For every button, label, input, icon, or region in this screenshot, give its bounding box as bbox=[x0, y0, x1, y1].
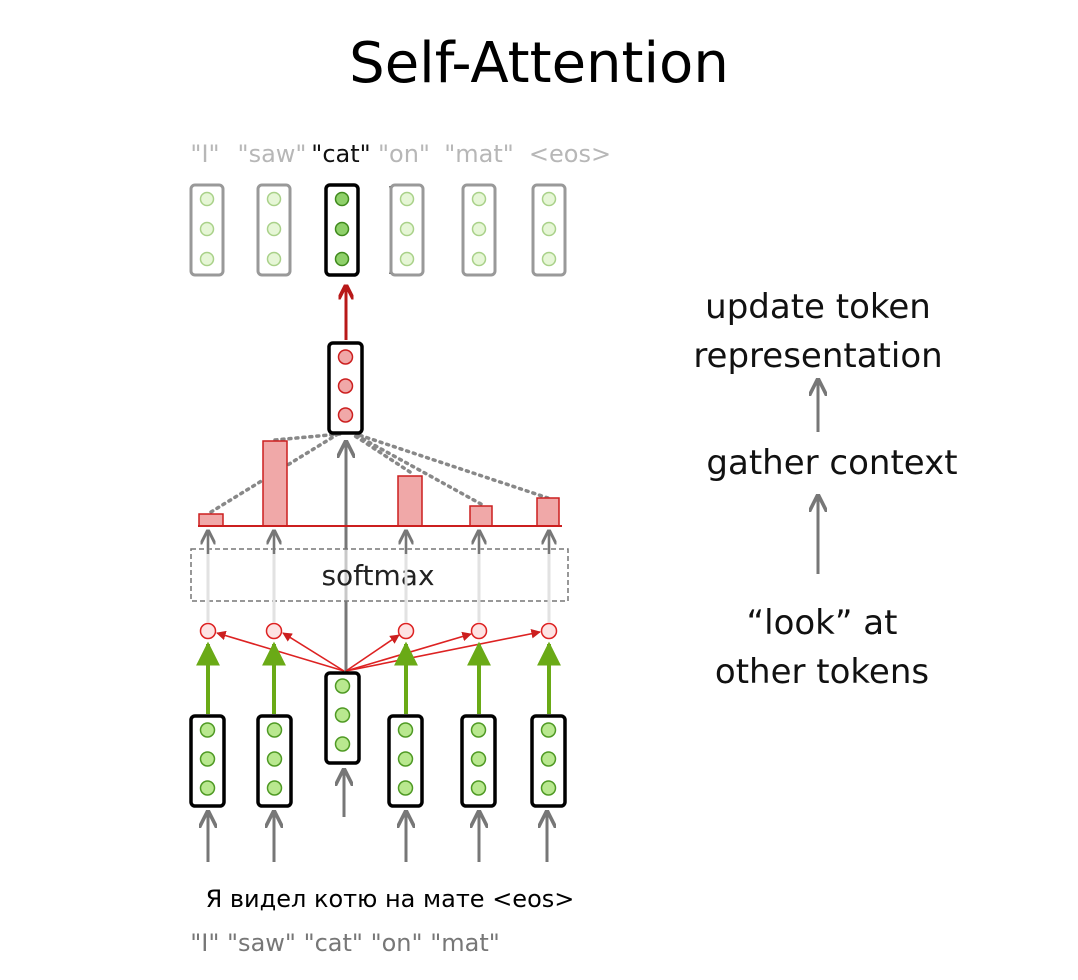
input-arrows bbox=[208, 770, 547, 862]
attention-bar bbox=[397, 475, 423, 527]
input-gloss: "I" "saw" "cat" "on" "mat" bbox=[190, 929, 500, 957]
output-token-on: "on" bbox=[378, 140, 430, 168]
output-vector bbox=[461, 183, 497, 277]
output-token-mat: "mat" bbox=[444, 140, 514, 168]
output-vector bbox=[389, 183, 425, 277]
key-arrows bbox=[196, 641, 561, 714]
output-vector bbox=[256, 183, 292, 277]
input-vectors bbox=[189, 671, 567, 808]
score-node bbox=[397, 622, 415, 640]
output-token-labels: "I" "saw" "cat" "on" "mat" <eos> bbox=[190, 140, 611, 168]
input-vector bbox=[530, 714, 567, 808]
attention-bars bbox=[198, 440, 560, 527]
score-node bbox=[265, 622, 283, 640]
softmax-arrows bbox=[208, 531, 549, 622]
softmax-box bbox=[190, 548, 569, 602]
output-vector bbox=[189, 183, 225, 277]
attention-bar bbox=[469, 505, 493, 527]
output-token-saw: "saw" bbox=[238, 140, 307, 168]
score-node bbox=[199, 622, 217, 640]
step-look-line2: other tokens bbox=[715, 652, 929, 692]
input-vector bbox=[460, 714, 497, 808]
output-token-eos: <eos> bbox=[529, 140, 611, 168]
attention-bar bbox=[536, 497, 560, 527]
context-vector bbox=[327, 341, 364, 435]
step-update-line1: update token bbox=[705, 287, 931, 327]
input-vector-query bbox=[324, 671, 361, 765]
input-vector bbox=[387, 714, 424, 808]
diagram-title: Self-Attention bbox=[349, 31, 729, 96]
output-token-cat: "cat" bbox=[311, 140, 370, 168]
output-token-i: "I" bbox=[190, 140, 219, 168]
softmax-label: softmax bbox=[321, 559, 434, 592]
input-vector bbox=[256, 714, 293, 808]
score-node bbox=[470, 622, 488, 640]
output-vector bbox=[531, 183, 567, 277]
step-update-line2: representation bbox=[693, 336, 942, 376]
score-nodes bbox=[199, 622, 558, 640]
output-vector-cat bbox=[324, 183, 360, 277]
score-node bbox=[540, 622, 558, 640]
input-sentence: Я видел котю на мате <eos> bbox=[206, 885, 575, 913]
query-arrows bbox=[216, 628, 541, 672]
attention-bar bbox=[262, 440, 288, 527]
steps-legend: update token representation gather conte… bbox=[693, 287, 957, 692]
step-gather: gather context bbox=[706, 443, 957, 483]
attention-bar bbox=[198, 513, 224, 527]
output-vectors bbox=[189, 183, 567, 277]
step-look-line1: “look” at bbox=[747, 603, 898, 643]
weight-connectors bbox=[209, 432, 550, 514]
input-vector bbox=[189, 714, 226, 808]
